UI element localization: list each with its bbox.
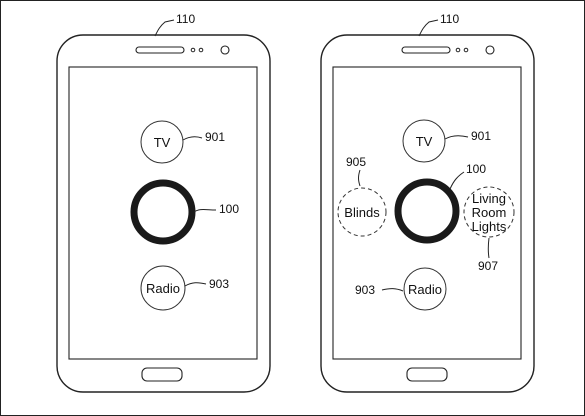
left-ref-100-leader <box>193 209 217 213</box>
left-ref-903-leader <box>184 282 207 287</box>
left-phone: 110 TV 901 100 Radio 903 <box>56 12 271 393</box>
right-sensor-dot-1 <box>455 47 461 53</box>
right-ref-903-leader <box>381 288 404 292</box>
right-ref-100-leader <box>449 171 465 190</box>
left-radio-device-circle[interactable] <box>140 265 186 311</box>
left-tv-device-circle[interactable] <box>140 120 184 164</box>
right-ref-905-leader <box>358 169 361 187</box>
right-phone-body <box>320 34 535 393</box>
right-lights-label-line3: Lights <box>472 219 507 234</box>
left-ref-903: 903 <box>209 277 229 291</box>
right-home-button[interactable] <box>406 367 448 382</box>
right-ref-907-leader <box>487 237 490 259</box>
right-ref-903: 903 <box>355 283 375 297</box>
right-sensor-dot-2 <box>463 47 469 53</box>
right-lights-label-line2: Room <box>472 205 507 220</box>
right-ref-110-leader <box>418 19 439 37</box>
left-tv-label: TV <box>154 135 171 150</box>
right-lights-label-line1: Living <box>472 191 506 206</box>
right-ref-110: 110 <box>440 12 459 26</box>
right-radio-label: Radio <box>408 282 442 297</box>
right-hub-ring[interactable] <box>394 178 460 244</box>
right-speaker-slot <box>401 46 451 54</box>
left-home-button[interactable] <box>141 367 183 382</box>
left-sensor-dot-1 <box>190 47 196 53</box>
right-tv-device-circle[interactable] <box>402 119 446 163</box>
right-tv-label: TV <box>416 134 433 149</box>
right-phone: 110 TV 901 Blinds 905 100 Living Room Li… <box>320 12 535 393</box>
right-ref-901-leader <box>444 135 469 140</box>
left-ref-100: 100 <box>219 202 239 216</box>
right-front-camera <box>485 45 495 55</box>
right-ref-907: 907 <box>478 259 498 273</box>
left-radio-label: Radio <box>146 281 180 296</box>
right-lights-device-circle[interactable] <box>463 186 515 238</box>
right-radio-device-circle[interactable] <box>403 267 447 311</box>
right-ref-901: 901 <box>471 129 491 143</box>
left-hub-ring[interactable] <box>130 179 196 245</box>
right-ref-100: 100 <box>466 162 486 176</box>
left-sensor-dot-2 <box>198 47 204 53</box>
right-blinds-device-circle[interactable] <box>337 187 387 237</box>
left-ref-901: 901 <box>205 130 225 144</box>
left-ref-901-leader <box>182 136 203 141</box>
left-ref-110-leader <box>154 19 175 37</box>
right-blinds-label: Blinds <box>344 205 380 220</box>
left-speaker-slot <box>135 46 185 54</box>
left-front-camera <box>220 45 230 55</box>
right-phone-screen <box>332 66 522 360</box>
left-ref-110: 110 <box>176 12 195 26</box>
left-phone-screen <box>68 66 258 360</box>
left-phone-body <box>56 34 271 393</box>
right-ref-905: 905 <box>346 155 366 169</box>
